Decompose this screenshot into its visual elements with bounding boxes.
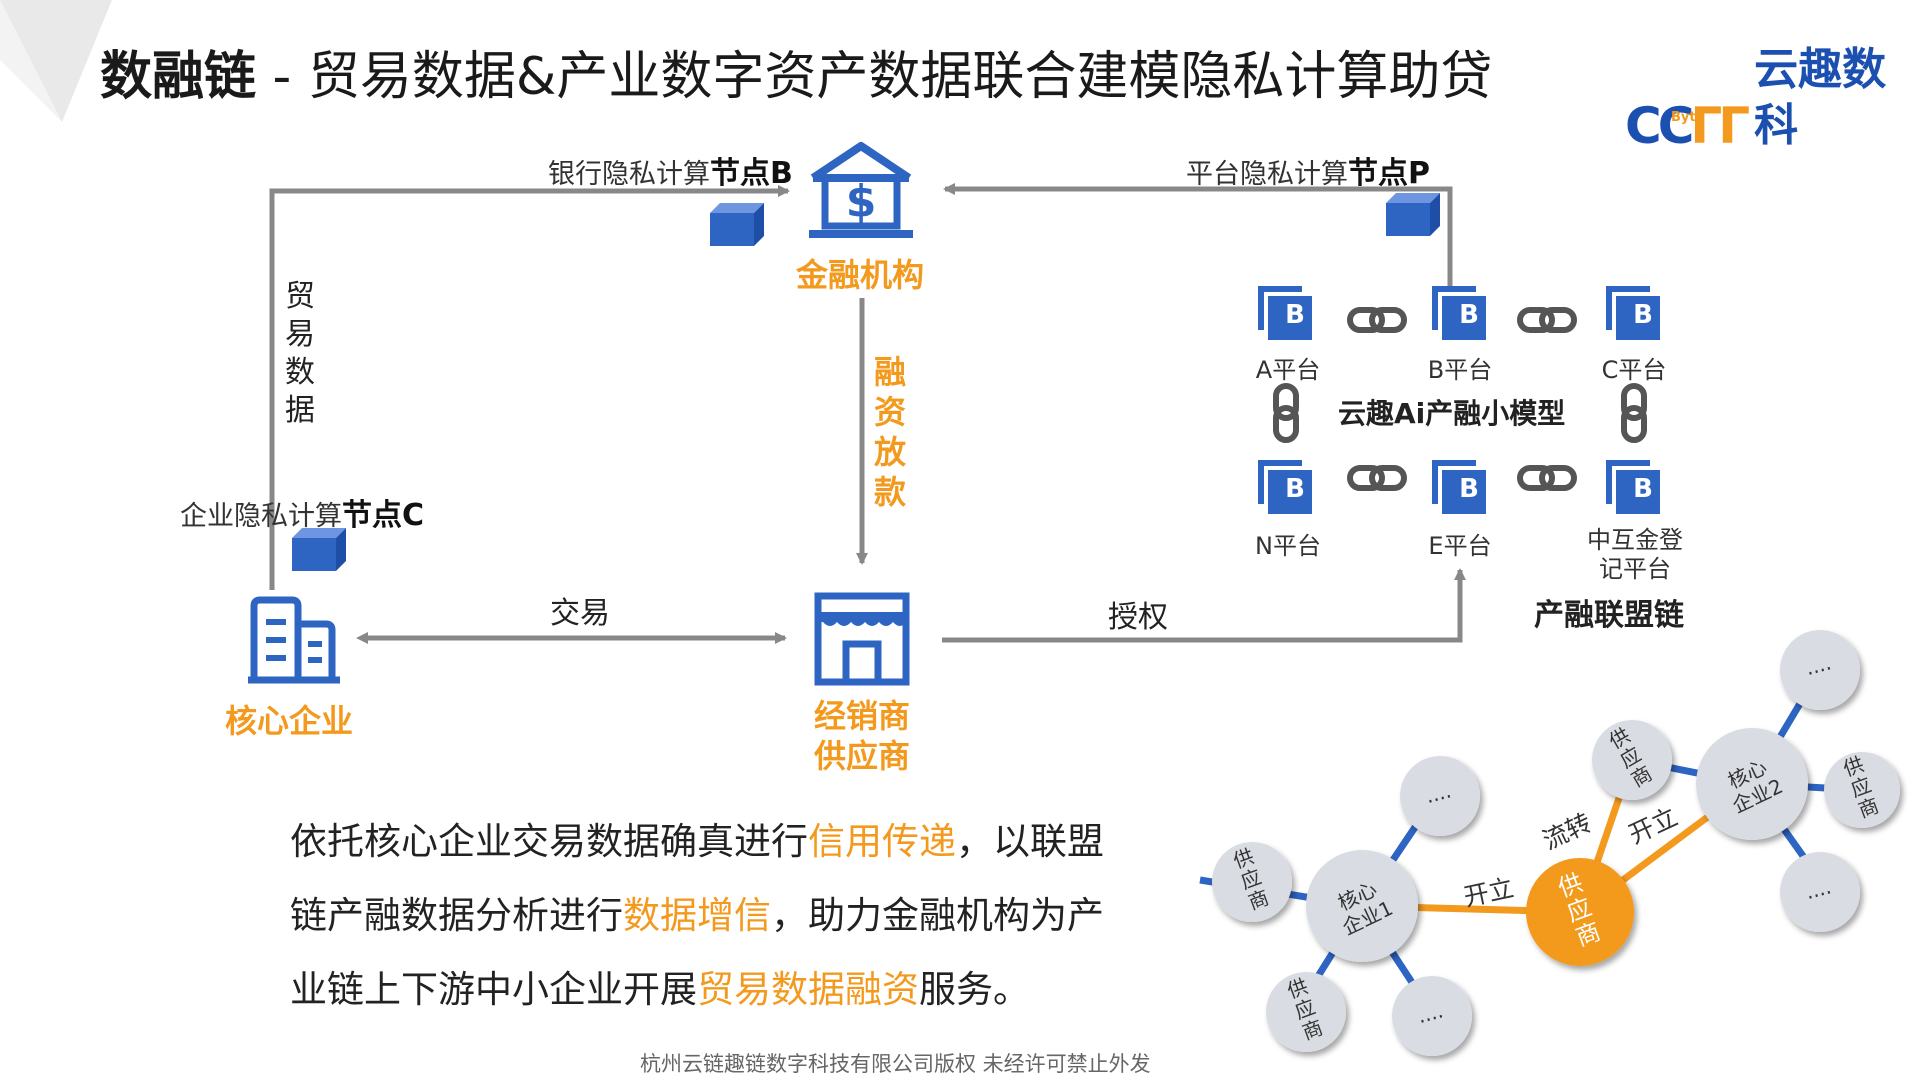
page-title: 数融链 - 贸易数据&产业数字资产数据联合建模隐私计算助贷	[100, 42, 1492, 112]
store-icon	[814, 592, 910, 686]
platform-n-label: N平台	[1255, 532, 1321, 560]
description-paragraph: 依托核心企业交易数据确真进行信用传递，以联盟链产融数据分析进行数据增信，助力金融…	[290, 805, 1110, 1027]
highlight-text: 信用传递	[808, 820, 956, 863]
dealer-label: 经销商	[813, 697, 910, 735]
logo-mark-a: CC	[1625, 97, 1694, 155]
company-logo: CCΓΓ Byte 云趣数科	[1625, 42, 1920, 154]
bank-node-strong: 节点B	[710, 156, 793, 191]
supplier-node	[1212, 842, 1292, 922]
platform-c-label: C平台	[1601, 356, 1667, 384]
platform-e-label: E平台	[1428, 532, 1492, 560]
cube-icon	[292, 528, 346, 571]
ellipsis-node	[1780, 852, 1860, 932]
core-enterprise-2-node	[1696, 728, 1808, 840]
supplier-center-node	[1526, 858, 1634, 966]
platform-b-icon: B	[1432, 286, 1486, 340]
logo-name: 云趣数科	[1754, 44, 1887, 151]
svg-text:B: B	[1633, 300, 1653, 330]
platform-b-icon: B	[1258, 460, 1312, 514]
platform-registry-label: 中互金登 记平台	[1587, 526, 1683, 583]
platform-b-icon: B	[1606, 460, 1660, 514]
building-icon	[248, 596, 340, 684]
financing-label: 融资放款	[873, 353, 906, 511]
core-enterprise-label: 核心企业	[225, 702, 354, 740]
supplier-node	[1266, 972, 1346, 1052]
logo-byte: Byte	[1671, 110, 1705, 125]
copyright-footer: 杭州云链趣链数字科技有限公司版权 未经许可禁止外发	[640, 1052, 1151, 1076]
edge-open-1-label: 开立	[1461, 873, 1516, 912]
bank-dollar-icon: $	[809, 142, 913, 238]
platform-b-icon: B	[1606, 286, 1660, 340]
bank-node-prefix: 银行隐私计算	[548, 159, 710, 190]
ellipsis-node	[1392, 976, 1472, 1056]
supplier-label: 供应商	[813, 737, 910, 775]
ellipsis-node	[1400, 756, 1480, 836]
supplier-node	[1592, 720, 1672, 800]
trade-label: 交易	[550, 596, 610, 631]
corner-decoration	[0, 0, 112, 122]
platform-b-icon: B	[1258, 286, 1312, 340]
svg-text:B: B	[1459, 474, 1479, 504]
cube-icon	[710, 203, 764, 246]
platform-node-prefix: 平台隐私计算	[1186, 159, 1348, 190]
enterprise-node-prefix: 企业隐私计算	[180, 501, 342, 532]
trade-data-line	[269, 185, 790, 590]
paragraph-text: 服务。	[919, 968, 1030, 1011]
svg-text:B: B	[1285, 474, 1305, 504]
alliance-chain-label: 产融联盟链	[1534, 598, 1684, 633]
highlight-text: 数据增信	[623, 894, 771, 937]
dealer-supplier-label: 经销商 供应商	[812, 696, 912, 776]
platform-b-icon: B	[1432, 460, 1486, 514]
title-brand: 数融链	[100, 47, 257, 107]
core-enterprise-1-node	[1306, 850, 1418, 962]
ellipsis-node	[1780, 630, 1860, 710]
platform-b-label: B平台	[1427, 356, 1493, 384]
paragraph-text: ，助力金融机构为产业链上下游中小企业开展	[290, 894, 1104, 1011]
logo-mark-b: ΓΓ	[1690, 97, 1750, 155]
platform-a-label: A平台	[1255, 356, 1321, 384]
title-text: - 贸易数据&产业数字资产数据联合建模隐私计算助贷	[256, 47, 1493, 107]
enterprise-privacy-node-label: 企业隐私计算节点C	[180, 490, 424, 534]
highlight-text: 贸易数据融资	[697, 968, 919, 1011]
enterprise-node-strong: 节点C	[342, 498, 425, 533]
paragraph-text: ，以联盟链产融数据分析进行	[290, 820, 1104, 937]
paragraph-text: 依托核心企业交易数据确真进行	[290, 820, 808, 863]
svg-text:B: B	[1285, 300, 1305, 330]
ai-model-label: 云趣Ai产融小模型	[1338, 397, 1566, 430]
logo-mark: CCΓΓ Byte	[1625, 97, 1750, 155]
financial-institution-label: 金融机构	[796, 256, 925, 294]
trade-data-label: 贸易数据	[285, 279, 315, 428]
svg-text:$: $	[846, 176, 877, 227]
svg-text:B: B	[1459, 300, 1479, 330]
platform-to-bank-line	[943, 183, 1453, 286]
authorize-line	[942, 568, 1466, 643]
platform-privacy-node-label: 平台隐私计算节点P	[1186, 148, 1430, 192]
svg-text:B: B	[1633, 474, 1653, 504]
supplier-node	[1824, 752, 1900, 828]
edge-flow-label: 流转	[1538, 808, 1596, 855]
cube-icon	[1386, 193, 1440, 236]
platform-node-strong: 节点P	[1348, 156, 1430, 191]
authorize-label: 授权	[1108, 600, 1168, 635]
bank-privacy-node-label: 银行隐私计算节点B	[548, 148, 793, 192]
